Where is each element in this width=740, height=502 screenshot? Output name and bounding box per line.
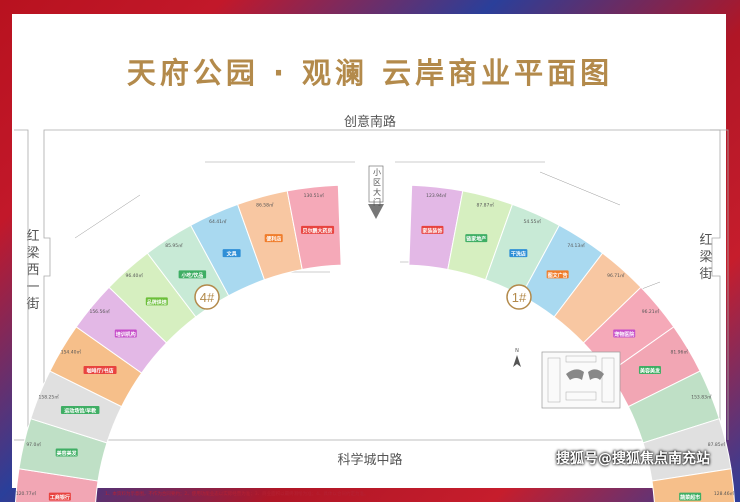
shop-label-tag	[509, 249, 528, 258]
shop-label-tag	[55, 448, 78, 457]
shop-label: 品牌烘焙	[147, 299, 167, 306]
shop-label: 家装装饰	[422, 227, 442, 234]
building-1-marker	[506, 284, 532, 310]
shop-unit	[651, 468, 735, 502]
shop-area: 120.77㎡	[16, 490, 37, 497]
svg-text:N: N	[515, 348, 519, 354]
shop-area: 156.56㎡	[89, 308, 110, 315]
shop-label: 图文广告	[548, 272, 568, 279]
shop-label: 文具	[227, 251, 237, 258]
road-label-top: 创意南路	[343, 115, 396, 130]
gate-arrow	[368, 165, 384, 219]
shop-area: 87.87㎡	[477, 201, 495, 208]
shop-area: 97.0㎡	[26, 441, 41, 448]
shop-label-tag	[60, 405, 100, 414]
shop-label: 小吃/饮品	[181, 272, 203, 279]
shop-label-tag	[679, 492, 702, 501]
watermark: 搜狐号@搜狐焦点南充站	[556, 451, 710, 467]
shop-label: 宠物医院	[614, 331, 634, 338]
shop-label: 蔬菜超市	[680, 494, 700, 501]
shop-label-tag	[222, 249, 241, 258]
shop-area: 96.71㎡	[607, 272, 625, 279]
shop-area: 86.58㎡	[256, 201, 274, 208]
shop-label: 便利店	[266, 236, 281, 243]
road-label-left: 红梁西一街	[26, 229, 40, 312]
road-edge-left	[14, 129, 29, 441]
road-label-right: 红梁街	[699, 233, 713, 282]
shop-area: 64.41㎡	[209, 218, 227, 225]
shop-area: 96.21㎡	[642, 308, 660, 315]
shop-label: 运动场馆/早教	[64, 407, 97, 414]
shop-label-tag	[546, 270, 569, 279]
shop-label-tag	[465, 234, 488, 243]
shop-label-tag	[83, 365, 117, 374]
gate-label: 小区大门	[373, 168, 381, 207]
shop-area: 130.51㎡	[304, 192, 325, 199]
shop-label: 贝尔鹏大药房	[303, 227, 333, 234]
shop-label-tag	[145, 297, 168, 306]
building-4-label: 4#	[200, 290, 215, 305]
shop-label: 工商银行	[50, 494, 70, 501]
shop-label: 干洗店	[511, 251, 526, 258]
north-arrow-icon: N	[513, 348, 521, 367]
shop-label-tag	[178, 270, 207, 279]
shop-area: 153.83㎡	[691, 393, 712, 400]
shop-label-tag	[114, 329, 137, 338]
plan-panel	[12, 14, 726, 488]
road-label-bottom: 科学城中路	[337, 453, 403, 468]
shop-label-tag	[264, 234, 283, 243]
shop-area: 85.95㎡	[165, 242, 183, 249]
shop-area: 123.94㎡	[426, 192, 447, 199]
footnote: 1、本资料为示意图，不作为合同要约；2、使用功能业态以实际经营为准；3、商业面积…	[105, 492, 369, 497]
shop-label-tag	[301, 225, 335, 234]
shop-area: 74.13㎡	[567, 242, 585, 249]
shop-label-tag	[48, 492, 71, 501]
shop-label: 链家地产	[465, 236, 486, 243]
shop-label: 培训机构	[116, 331, 136, 338]
shop-area: 81.96㎡	[670, 349, 688, 356]
shop-area: 87.85㎡	[708, 441, 726, 448]
shop-area: 96.40㎡	[126, 272, 144, 279]
shop-label-tag	[613, 329, 636, 338]
shop-label: 美容美发	[57, 450, 78, 457]
building-4-marker	[194, 284, 220, 310]
shop-area: 128.46㎡	[714, 490, 735, 497]
shop-label-tag	[638, 365, 661, 374]
shop-area: 54.55㎡	[523, 218, 541, 225]
page-title: 天府公园 · 观澜 云岸商业平面图	[126, 56, 614, 90]
building-1-label: 1#	[512, 290, 527, 305]
shop-label-tag	[421, 225, 444, 234]
site-key-map	[541, 351, 621, 409]
shop-area: 154.40㎡	[61, 349, 82, 356]
road-edge-right	[710, 129, 729, 440]
shop-label: 美容美发	[640, 367, 661, 374]
shop-label: 咖啡厅/书店	[87, 367, 114, 374]
shop-area: 158.25㎡	[39, 393, 60, 400]
